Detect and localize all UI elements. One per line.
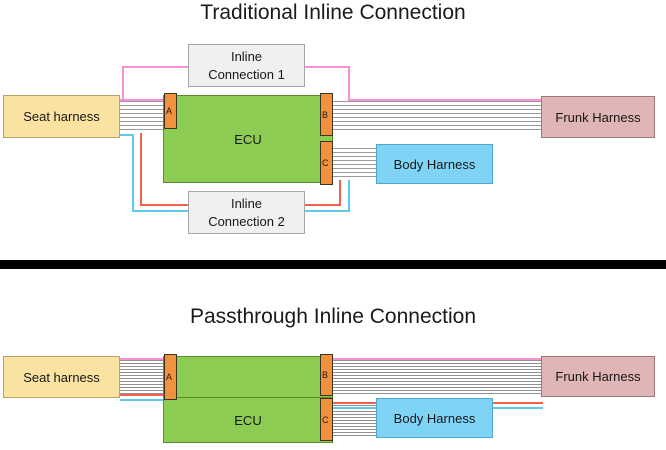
wire-blue-left-vertical [132, 134, 134, 212]
connector-b-traditional[interactable]: B [320, 93, 333, 136]
wire-pink-left-vertical [122, 67, 124, 100]
connector-a-passthrough[interactable]: A [164, 354, 177, 400]
connector-c-passthrough[interactable]: C [320, 398, 333, 441]
wire-blue-right-vertical [348, 176, 350, 212]
connector-b-passthrough[interactable]: B [320, 354, 333, 396]
wire-bundle-seat-to-a [120, 101, 168, 133]
wire-pink-right-vertical [348, 66, 350, 100]
connector-label: A [166, 106, 173, 116]
block-frunk-harness-traditional[interactable]: Frunk Harness [541, 96, 655, 138]
block-ecu-traditional[interactable]: ECU [163, 95, 333, 183]
wire-red-right-vertical [339, 170, 341, 206]
connector-label: C [322, 158, 329, 168]
block-label: Seat harness [23, 369, 100, 385]
connector-label: C [322, 414, 329, 425]
inline-connection-1-line2: Connection 1 [208, 66, 285, 82]
block-ecu-passthrough-upper[interactable] [163, 356, 333, 398]
wire-pink-seat-stub [120, 99, 166, 101]
inline-connection-2-line1: Inline [230, 195, 263, 211]
wire-red-right-horizontal [303, 204, 341, 206]
block-label: Body Harness [393, 156, 476, 172]
connector-a-traditional[interactable]: A [164, 93, 177, 129]
block-label: Frunk Harness [555, 109, 641, 125]
block-inline-connection-2[interactable]: Inline Connection 2 [188, 191, 305, 234]
wire-blue-seat-stub [120, 134, 134, 136]
inline-connection-2-line2: Connection 2 [208, 213, 285, 229]
wire-red-left-horizontal [140, 204, 190, 206]
inline-connection-1-line1: Inline [230, 48, 263, 64]
wire-red-left-vertical [140, 128, 142, 206]
wire-bundle-seat-to-a-passthrough [120, 360, 168, 396]
block-frunk-harness-passthrough[interactable]: Frunk Harness [541, 356, 655, 397]
wire-bundle-b-to-frunk [331, 101, 543, 133]
block-label: Frunk Harness [555, 369, 641, 384]
wire-pink-right-horizontal [303, 66, 350, 68]
block-inline-connection-1[interactable]: Inline Connection 1 [188, 44, 305, 87]
wire-bundle-c-to-body [331, 148, 379, 180]
passthrough-diagram-title: Passthrough Inline Connection [189, 305, 477, 328]
connector-label: A [166, 372, 173, 382]
connector-label: B [322, 109, 329, 120]
connector-label: B [322, 370, 329, 380]
block-seat-harness-traditional[interactable]: Seat harness [3, 95, 120, 138]
block-label: ECU [234, 131, 262, 147]
block-label: Seat harness [23, 109, 100, 124]
block-label: Body Harness [393, 410, 476, 426]
wire-blue-left-horizontal [132, 210, 190, 212]
block-body-harness-passthrough[interactable]: Body Harness [376, 398, 493, 438]
traditional-diagram-title: Traditional Inline Connection [200, 1, 466, 24]
section-divider [0, 260, 666, 269]
block-seat-harness-passthrough[interactable]: Seat harness [3, 356, 120, 398]
block-body-harness-traditional[interactable]: Body Harness [376, 144, 493, 184]
connector-c-traditional[interactable]: C [320, 141, 333, 185]
block-ecu-passthrough-lower[interactable]: ECU [163, 397, 333, 443]
wire-bundle-b-to-frunk-passthrough [331, 360, 543, 396]
wire-pink-to-frunk [348, 99, 543, 101]
block-label: ECU [234, 412, 262, 428]
wire-pink-left-horizontal [122, 66, 190, 68]
wire-blue-right-horizontal [303, 210, 350, 212]
